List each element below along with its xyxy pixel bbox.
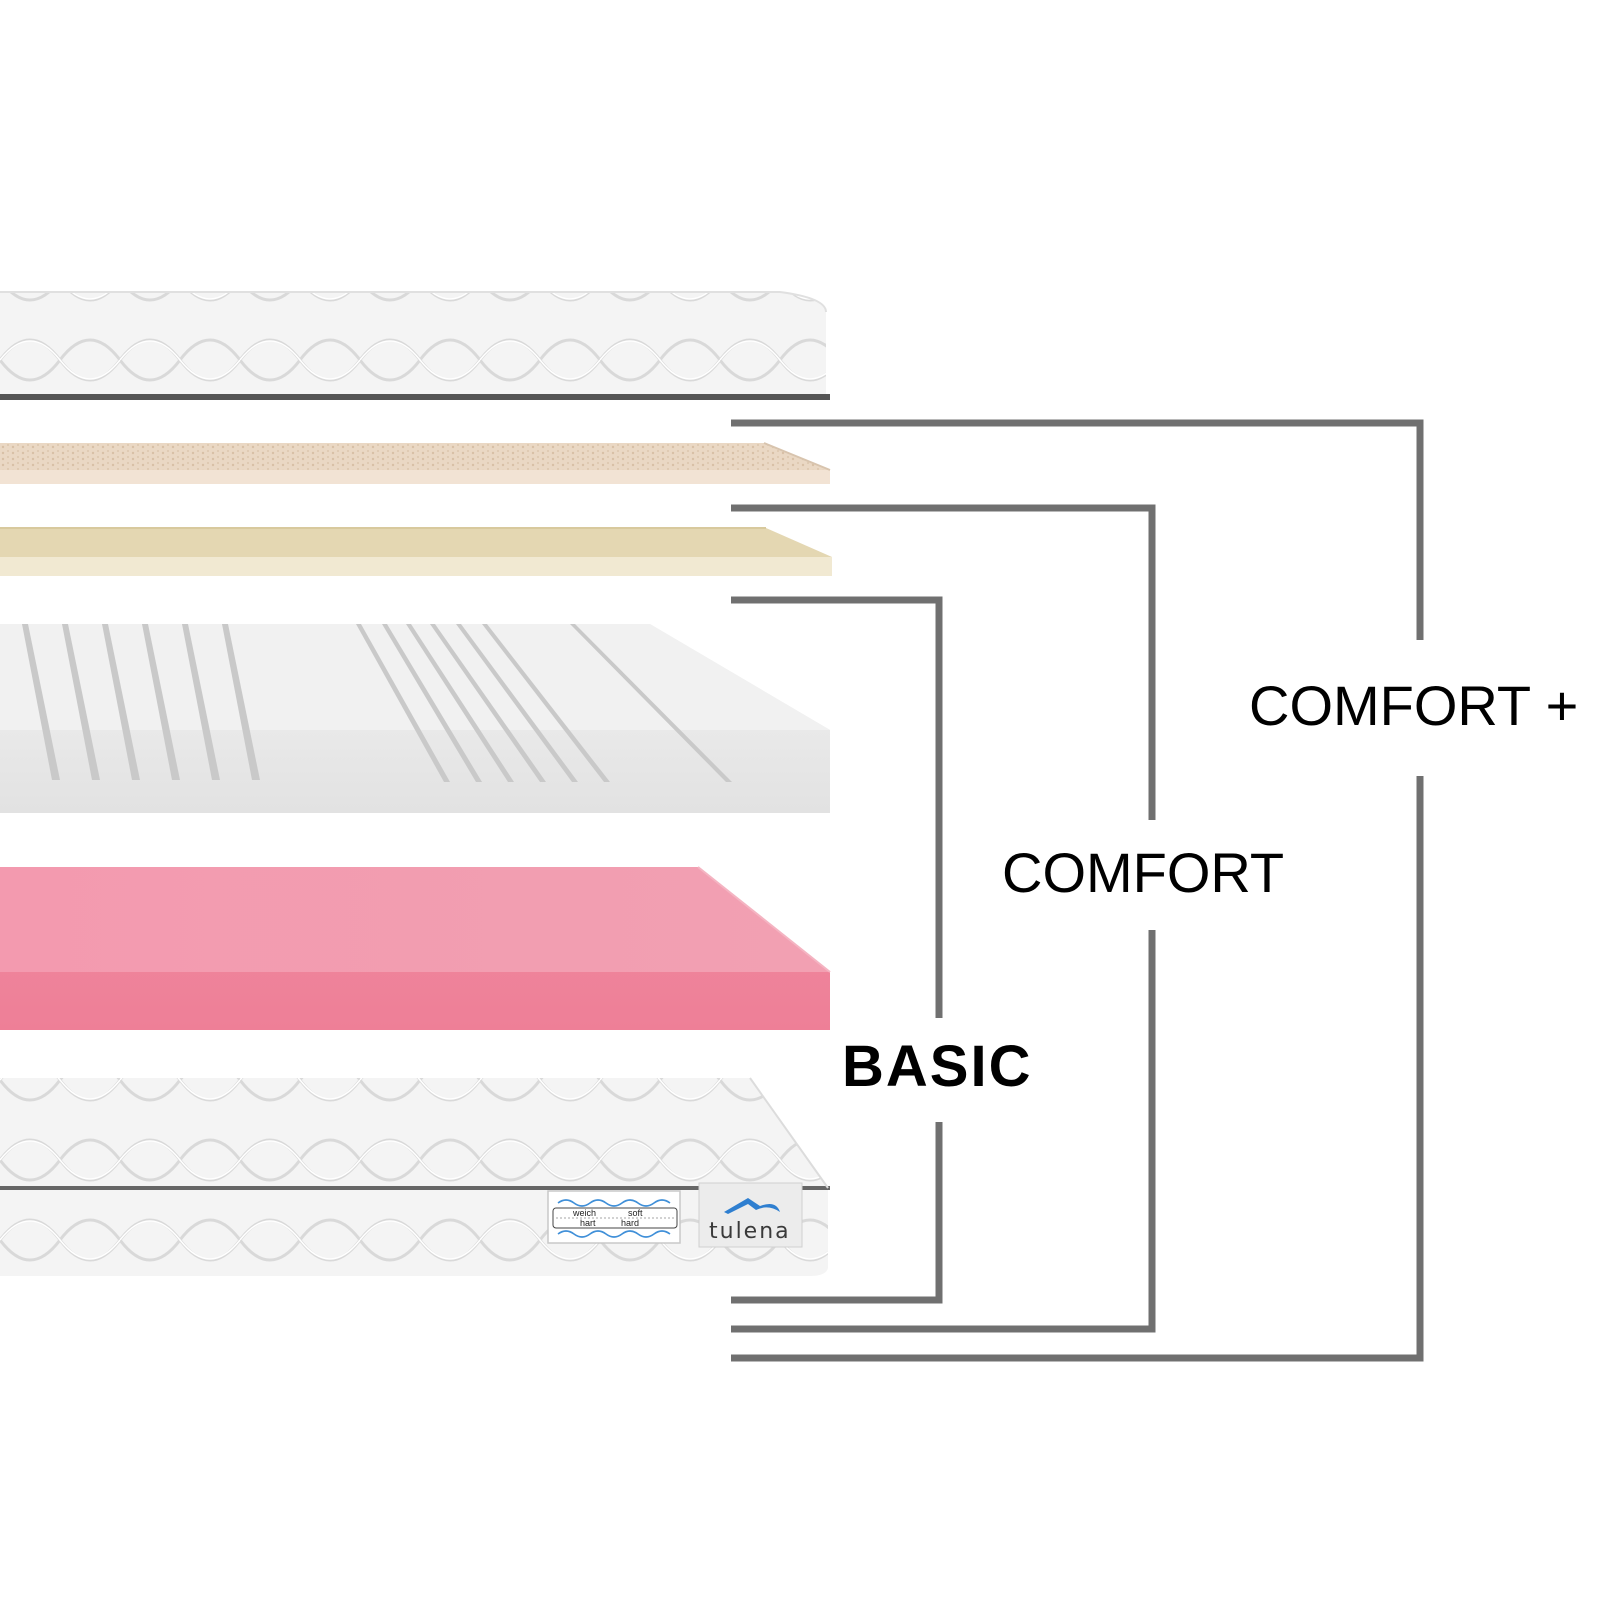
comfort-bracket-top — [731, 504, 1156, 820]
latex-layer — [0, 442, 831, 484]
core-channel-cut — [382, 624, 482, 782]
core-channel-cut — [456, 624, 578, 782]
core-channel-cut — [142, 624, 180, 780]
firmness-tag — [547, 1190, 681, 1244]
core-channel-cut — [406, 624, 514, 782]
tag-hard-en: hard — [621, 1218, 640, 1228]
tier-label-basic: BASIC — [842, 1034, 1033, 1099]
memory-foam-layer — [0, 527, 832, 576]
tag-soft-de: weich — [573, 1208, 597, 1218]
tier-label-comfort: COMFORT — [1002, 841, 1285, 904]
brand-name: tulena — [709, 1219, 791, 1244]
core-channel-cut — [102, 624, 140, 780]
top-cover-layer — [0, 291, 830, 400]
comfort-plus-bracket-top — [731, 419, 1424, 640]
comfort-plus-bracket-bottom — [731, 776, 1424, 1362]
comfort-bracket-bottom — [731, 930, 1156, 1333]
pink-foam-base-layer — [0, 866, 831, 1030]
wave-top-icon — [557, 1199, 671, 1207]
tag-soft-en: soft — [628, 1208, 643, 1218]
brand-label — [698, 1182, 803, 1248]
bottom-cover-layer — [0, 1077, 830, 1276]
core-channel-cut — [570, 624, 732, 782]
basic-bracket-top — [731, 596, 943, 1018]
basic-bracket-bottom — [731, 1122, 943, 1304]
wave-bottom-icon — [557, 1230, 671, 1238]
zoned-foam-core-layer — [0, 624, 830, 813]
core-channel-cut — [222, 624, 260, 780]
core-channel-cut — [22, 624, 60, 780]
tier-brackets — [731, 419, 1424, 1362]
core-channel-cut — [482, 624, 610, 782]
core-channel-cut — [430, 624, 546, 782]
tag-hard-de: hart — [580, 1218, 596, 1228]
core-channel-cut — [182, 624, 220, 780]
core-channel-cut — [62, 624, 100, 780]
core-channel-cut — [356, 624, 450, 782]
tulena-logo-icon — [724, 1198, 780, 1214]
tier-label-comfort-plus: COMFORT + — [1249, 674, 1579, 737]
